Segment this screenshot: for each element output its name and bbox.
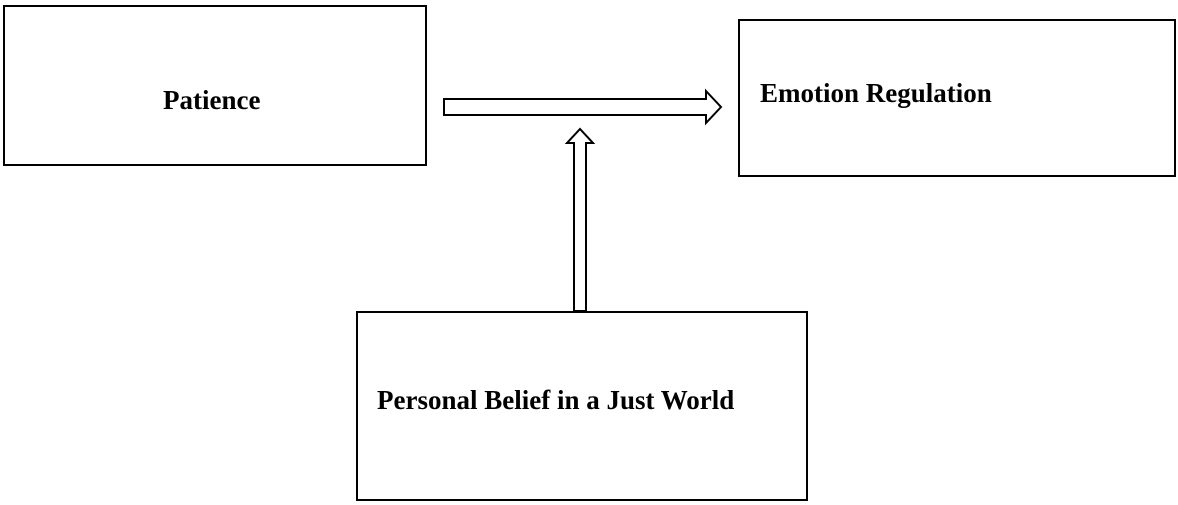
node-belief-just-world-label: Personal Belief in a Just World — [377, 385, 735, 415]
arrow-belief-to-path — [564, 127, 596, 312]
node-emotion-regulation-label: Emotion Regulation — [760, 78, 992, 108]
node-belief-just-world: Personal Belief in a Just World — [356, 311, 808, 501]
node-patience-label: Patience — [163, 85, 261, 115]
node-patience: Patience — [3, 5, 427, 166]
arrow-patience-to-emotion-regulation — [443, 88, 723, 126]
node-emotion-regulation: Emotion Regulation — [738, 19, 1176, 177]
